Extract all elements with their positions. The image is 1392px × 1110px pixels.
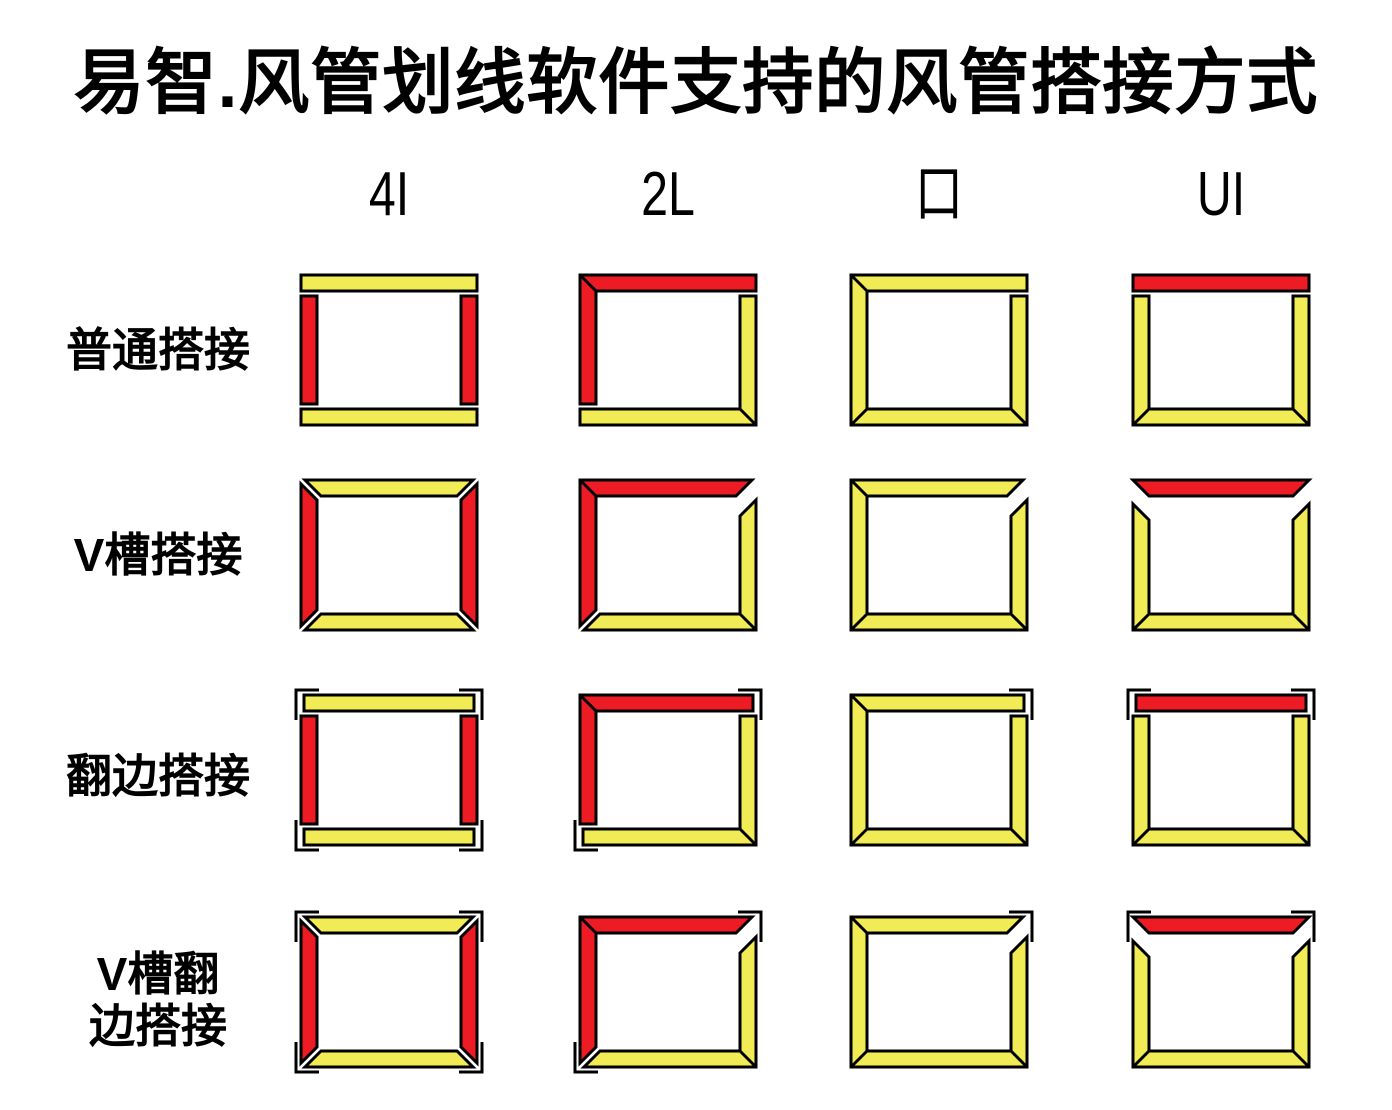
diagram-vgroove-2L bbox=[573, 470, 763, 640]
duct-frame-drawing bbox=[1126, 688, 1316, 847]
duct-frame-drawing bbox=[573, 688, 763, 852]
duct-frame-drawing bbox=[1131, 273, 1311, 427]
diagram-vgroove-flange-2L bbox=[573, 907, 763, 1077]
duct-frame-drawing bbox=[578, 478, 758, 632]
diagram-flange-UI bbox=[1126, 685, 1316, 855]
column-header-kou: 口 bbox=[914, 160, 964, 229]
duct-frame-drawing bbox=[849, 273, 1029, 427]
diagram-flange-2L bbox=[573, 685, 763, 855]
duct-frame-drawing bbox=[849, 688, 1034, 847]
diagram-flange-kou bbox=[844, 685, 1034, 855]
diagram-vgroove-flange-UI bbox=[1126, 907, 1316, 1077]
diagram-flange-4I bbox=[294, 685, 484, 855]
diagram-vgroove-4I bbox=[294, 470, 484, 640]
duct-frame-drawing bbox=[578, 273, 758, 427]
diagram-plain-kou bbox=[844, 265, 1034, 435]
column-header-2L: 2L bbox=[641, 160, 695, 229]
column-header-UI: UI bbox=[1196, 160, 1246, 229]
diagram-plain-2L bbox=[573, 265, 763, 435]
duct-frame-drawing bbox=[849, 910, 1034, 1069]
row-label-vgroove-flange: V槽翻边搭接 bbox=[89, 948, 227, 1052]
diagram-vgroove-flange-4I bbox=[294, 907, 484, 1077]
diagram-plain-4I bbox=[294, 265, 484, 435]
duct-frame-drawing bbox=[294, 910, 484, 1074]
diagram-vgroove-kou bbox=[844, 470, 1034, 640]
row-label-plain: 普通搭接 bbox=[66, 324, 250, 376]
duct-frame-drawing bbox=[573, 910, 763, 1074]
duct-frame-drawing bbox=[849, 478, 1029, 632]
page-title: 易智.风管划线软件支持的风管搭接方式 bbox=[73, 44, 1319, 123]
duct-frame-drawing bbox=[1126, 910, 1316, 1069]
duct-frame-drawing bbox=[299, 478, 479, 632]
diagram-vgroove-flange-kou bbox=[844, 907, 1034, 1077]
row-label-vgroove: V槽搭接 bbox=[73, 529, 243, 581]
diagram-vgroove-UI bbox=[1126, 470, 1316, 640]
duct-frame-drawing bbox=[294, 688, 484, 852]
column-header-4I: 4I bbox=[368, 160, 410, 229]
diagram-plain-UI bbox=[1126, 265, 1316, 435]
duct-frame-drawing bbox=[299, 273, 479, 427]
duct-frame-drawing bbox=[1129, 478, 1313, 632]
row-label-flange: 翻边搭接 bbox=[66, 750, 250, 802]
